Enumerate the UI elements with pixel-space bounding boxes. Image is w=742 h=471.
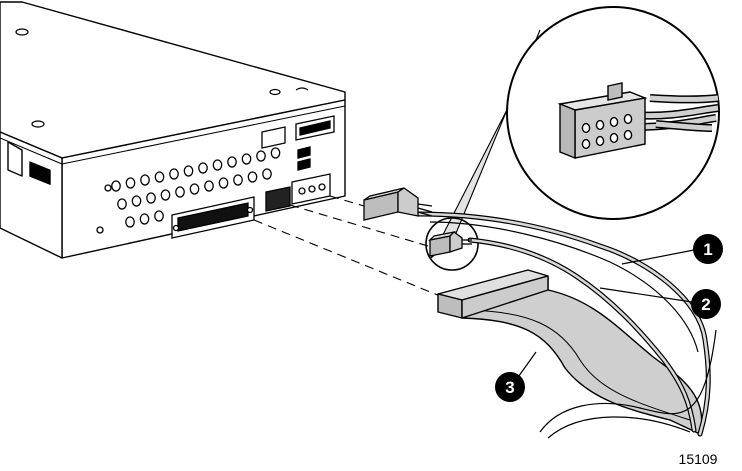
vent-hole bbox=[256, 150, 266, 162]
ribbon-connector-side bbox=[461, 275, 549, 319]
vent-hole bbox=[169, 168, 179, 180]
vent-hole bbox=[175, 186, 185, 198]
magnify-source-ring bbox=[425, 217, 479, 271]
vent-hole bbox=[233, 174, 243, 186]
vent-hole bbox=[241, 153, 252, 165]
vent-hole bbox=[247, 171, 258, 183]
vent-hole bbox=[131, 195, 142, 207]
callout-1: 1 bbox=[693, 234, 723, 264]
vent-hole bbox=[125, 177, 136, 189]
vent-hole bbox=[262, 168, 272, 180]
vent-hole bbox=[183, 165, 194, 177]
vent-hole bbox=[117, 198, 127, 210]
vent-hole bbox=[189, 183, 200, 195]
small-jack-upper bbox=[297, 146, 311, 159]
svg-text:3: 3 bbox=[505, 378, 514, 397]
vent-hole bbox=[218, 177, 229, 189]
callout-3: 3 bbox=[495, 372, 525, 402]
figure-id: 15109 bbox=[679, 451, 718, 467]
vent-hole bbox=[160, 189, 171, 201]
svg-text:2: 2 bbox=[701, 295, 710, 314]
vent-hole bbox=[204, 180, 214, 192]
vent-hole bbox=[111, 180, 121, 192]
vent-hole bbox=[154, 171, 165, 183]
vent-hole bbox=[227, 156, 237, 168]
vent-hole bbox=[146, 192, 156, 204]
vent-hole bbox=[198, 162, 208, 174]
magnify-inset bbox=[425, 6, 720, 271]
svg-text:1: 1 bbox=[703, 240, 712, 259]
power-cable bbox=[415, 211, 711, 437]
small-connector-cable bbox=[467, 237, 697, 433]
vent-hole bbox=[212, 159, 223, 171]
label-plate bbox=[261, 126, 286, 149]
ribbon-cable bbox=[437, 269, 703, 435]
callout-2: 2 bbox=[691, 289, 721, 319]
vent-hole bbox=[270, 147, 281, 159]
small-connector-plug bbox=[428, 230, 472, 257]
magnified-connector bbox=[557, 82, 719, 160]
power-connector-plug bbox=[363, 187, 433, 221]
vent-hole bbox=[154, 210, 164, 222]
cable-bundle-curves bbox=[429, 221, 717, 439]
vent-hole bbox=[125, 216, 135, 228]
vent-hole bbox=[140, 174, 150, 186]
vent-hole bbox=[139, 213, 150, 225]
drive-back-connectors bbox=[96, 115, 335, 239]
ventilation-holes bbox=[111, 147, 281, 228]
drive-top-details bbox=[15, 28, 309, 128]
small-jack-lower bbox=[297, 158, 311, 171]
drive-small-socket bbox=[265, 186, 291, 212]
alignment-guides bbox=[253, 195, 441, 297]
